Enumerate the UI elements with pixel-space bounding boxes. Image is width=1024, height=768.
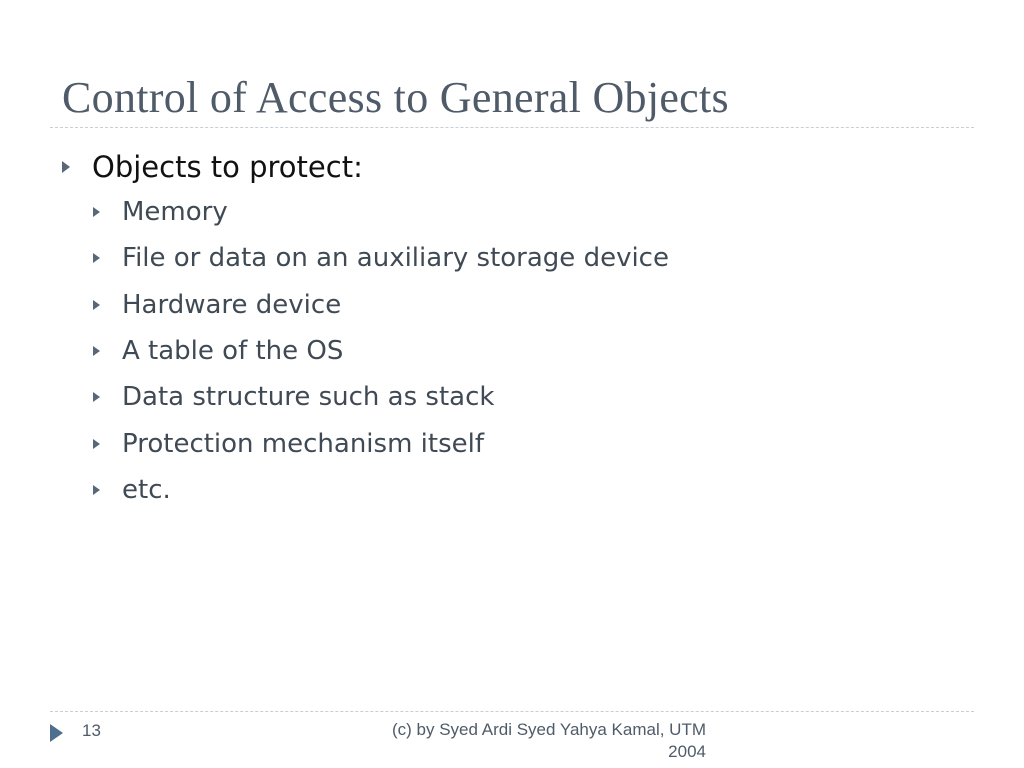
sub-bullet-text: Protection mechanism itself: [122, 428, 485, 459]
bullet-list: Objects to protect: Memory File or data …: [62, 145, 669, 513]
sub-bullet-arrow-icon: [93, 253, 100, 264]
sub-bullet-item: Memory: [93, 189, 669, 235]
sub-bullet-item: Protection mechanism itself: [93, 420, 669, 466]
bullet-item: Objects to protect:: [62, 145, 669, 189]
footer-divider: [50, 711, 974, 712]
sub-bullet-arrow-icon: [93, 346, 100, 357]
sub-bullet-text: Hardware device: [122, 289, 342, 320]
sub-bullet-item: A table of the OS: [93, 328, 669, 374]
sub-bullet-group: Memory File or data on an auxiliary stor…: [62, 189, 669, 513]
sub-bullet-item: Hardware device: [93, 282, 669, 328]
slide-title: Control of Access to General Objects: [62, 73, 729, 122]
footer-credit-line1: (c) by Syed Ardi Syed Yahya Kamal, UTM: [392, 720, 706, 739]
sub-bullet-arrow-icon: [93, 438, 100, 449]
footer-arrow-icon: [50, 724, 63, 742]
title-divider: [50, 127, 974, 128]
footer-credit-line2: 2004: [668, 742, 706, 761]
sub-bullet-item: etc.: [93, 467, 669, 513]
sub-bullet-arrow-icon: [93, 484, 100, 495]
sub-bullet-arrow-icon: [93, 392, 100, 403]
sub-bullet-item: Data structure such as stack: [93, 374, 669, 420]
sub-bullet-text: Memory: [122, 197, 228, 228]
sub-bullet-arrow-icon: [93, 207, 100, 218]
sub-bullet-text: Data structure such as stack: [122, 382, 495, 413]
sub-bullet-text: etc.: [122, 474, 171, 505]
page-number: 13: [82, 721, 101, 740]
sub-bullet-item: File or data on an auxiliary storage dev…: [93, 235, 669, 281]
footer-credit: (c) by Syed Ardi Syed Yahya Kamal, UTM 2…: [306, 719, 706, 763]
bullet-arrow-icon: [62, 161, 70, 173]
sub-bullet-text: File or data on an auxiliary storage dev…: [122, 243, 669, 274]
sub-bullet-list: Memory File or data on an auxiliary stor…: [62, 189, 669, 513]
sub-bullet-arrow-icon: [93, 299, 100, 310]
sub-bullet-text: A table of the OS: [122, 336, 344, 367]
bullet-text: Objects to protect:: [92, 150, 363, 184]
